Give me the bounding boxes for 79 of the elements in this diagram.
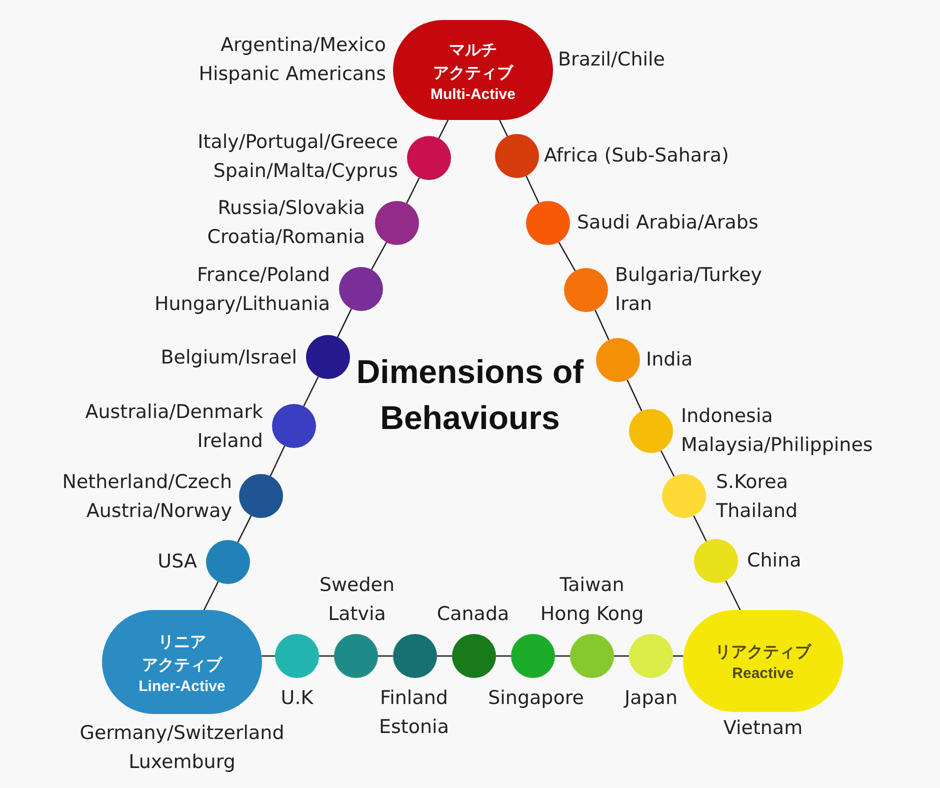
connector-line [438, 120, 449, 139]
dot-marker [393, 634, 437, 678]
category-name: Reactive [732, 664, 794, 684]
connector-line [526, 176, 540, 204]
category-name: アクティブ [142, 654, 222, 676]
dot-marker [239, 474, 283, 518]
connector-line [693, 515, 707, 542]
country-label: Finland Estonia [378, 686, 450, 740]
country-label: U.K [280, 686, 314, 711]
dot-marker [526, 201, 570, 245]
country-label: France/Poland Hungary/Lithuania [153, 263, 330, 317]
connector-line [558, 242, 576, 272]
connector-line [406, 177, 420, 204]
category-name: マルチ [449, 38, 497, 60]
connector-line [555, 655, 570, 657]
country-label: S.Korea Thailand [716, 470, 799, 524]
connector-line [594, 310, 610, 340]
dot-marker [306, 335, 350, 379]
dot-marker [495, 134, 539, 178]
dot-marker [275, 634, 319, 678]
connector-line [673, 655, 684, 657]
dot-marker [339, 267, 383, 311]
dot-marker [629, 409, 673, 453]
connector-line [614, 655, 629, 657]
connector-line [203, 581, 219, 610]
connector-line [498, 120, 508, 136]
dot-marker [694, 539, 738, 583]
dot-marker [407, 136, 451, 180]
country-label: Italy/Portugal/Greece Spain/Malta/Cyprus [196, 130, 398, 184]
category-name: リニア [158, 630, 206, 652]
category-name: Multi-Active [430, 84, 516, 104]
connector-line [262, 655, 275, 657]
country-label: Russia/Slovakia Croatia/Romania [206, 196, 365, 250]
country-label: India [646, 348, 694, 372]
connector-line [270, 446, 286, 476]
country-label: Saudi Arabia/Arabs [577, 210, 760, 236]
country-label: Sweden Latvia [318, 573, 396, 627]
category-name: Liner-Active [138, 676, 226, 696]
country-label: Germany/Switzerland Luxemburg [78, 721, 286, 775]
country-label: Vietnam [722, 716, 804, 741]
country-label: USA [156, 550, 197, 574]
connector-line [337, 308, 352, 338]
dot-marker [564, 268, 608, 312]
connector-line [370, 242, 388, 270]
country-label: Argentina/Mexico Hispanic Americans [198, 33, 386, 87]
connector-line [437, 655, 452, 657]
connector-line [660, 450, 675, 477]
dot-marker [629, 634, 673, 678]
dot-marker [570, 634, 614, 678]
country-label: China [747, 548, 802, 574]
connector-line [626, 380, 642, 412]
country-label: Taiwan Hong Kong [539, 573, 645, 627]
diagram-title: Dimensions of Behaviours [355, 352, 585, 438]
dot-marker [511, 634, 555, 678]
dot-marker [596, 338, 640, 382]
connector-line [725, 580, 741, 610]
country-label: Netherland/Czech Austria/Norway [61, 470, 232, 524]
connector-line [319, 655, 334, 657]
category-name: リアクティブ [715, 641, 811, 663]
dot-marker [452, 634, 496, 678]
country-label: Australia/Denmark Ireland [84, 400, 263, 454]
country-label: Canada [436, 602, 510, 627]
country-label: Bulgaria/Turkey Iran [615, 263, 764, 317]
connector-line [303, 376, 319, 407]
country-label: Singapore [487, 686, 585, 711]
country-label: Japan [624, 686, 678, 711]
connector-line [496, 655, 511, 657]
country-label: Indonesia Malaysia/Philippines [681, 404, 874, 458]
connector-line [237, 515, 252, 543]
country-label: Africa (Sub-Sahara) [544, 144, 730, 168]
category-name: アクティブ [433, 62, 513, 84]
dot-marker [662, 474, 706, 518]
connector-line [378, 655, 393, 657]
dot-marker [375, 201, 419, 245]
dot-marker [272, 404, 316, 448]
country-label: Belgium/Israel [160, 346, 297, 370]
country-label: Brazil/Chile [558, 48, 666, 72]
dot-marker [334, 634, 378, 678]
dot-marker [206, 540, 250, 584]
